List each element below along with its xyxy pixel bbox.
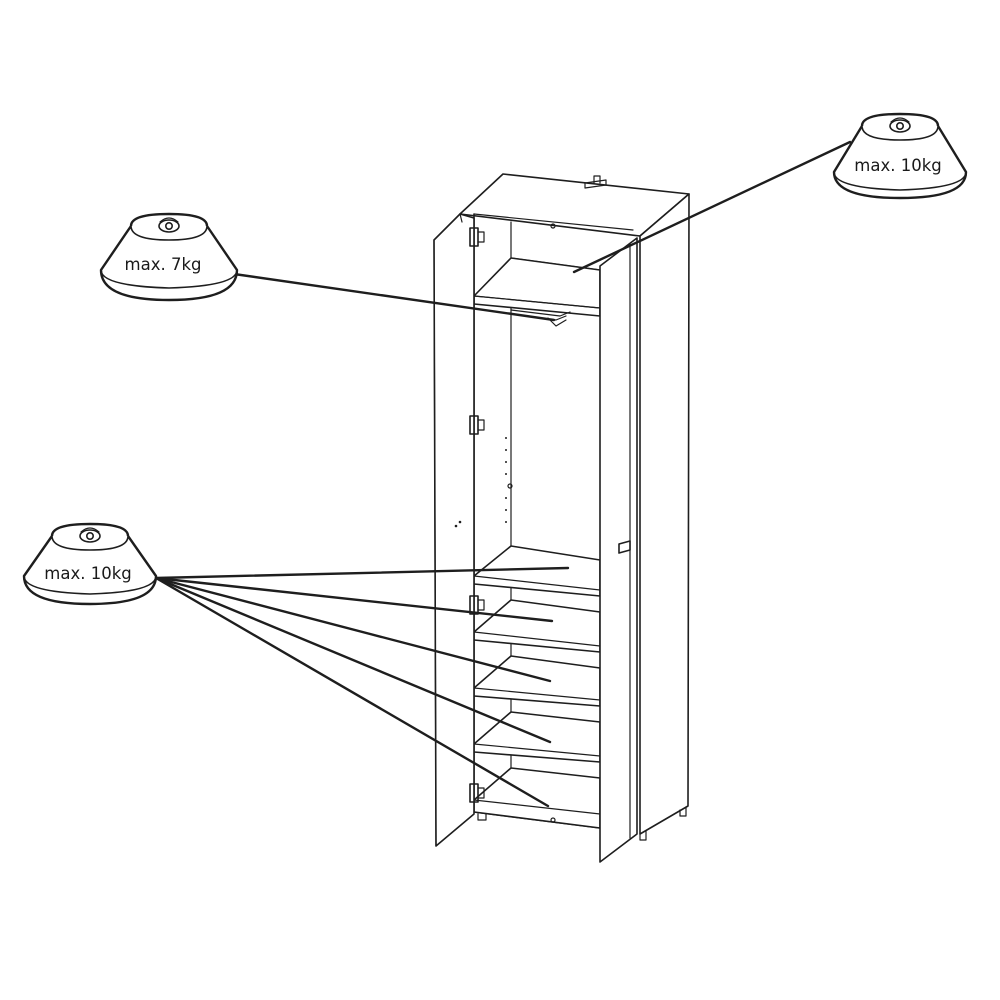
shelf-pin-holes [505,437,513,523]
wall-bracket [584,175,607,189]
wardrobe-bottom [473,767,601,829]
leader-shelf-2 [154,576,554,623]
wardrobe [433,173,690,863]
weight-label-rod: max. 7kg [125,255,202,274]
leader-rod [232,272,556,322]
wardrobe-right-side [639,193,690,835]
leader-shelf-4 [154,576,552,744]
door-handle [618,540,631,554]
leader-bottom [154,576,550,808]
hinge-bottom [469,783,485,803]
weight-icon [99,212,239,302]
hinge-top [469,227,485,247]
leader-lines [154,140,852,808]
weight-icon [832,112,968,200]
hinge-middle [469,415,485,435]
weight-label-lower-shelves: max. 10kg [44,564,131,583]
leader-shelf-3 [154,576,552,683]
weight-icon [22,522,158,606]
weight-label-top-shelf: max. 10kg [854,156,941,175]
leader-top-shelf [572,140,852,274]
leader-shelf-1 [154,566,570,580]
